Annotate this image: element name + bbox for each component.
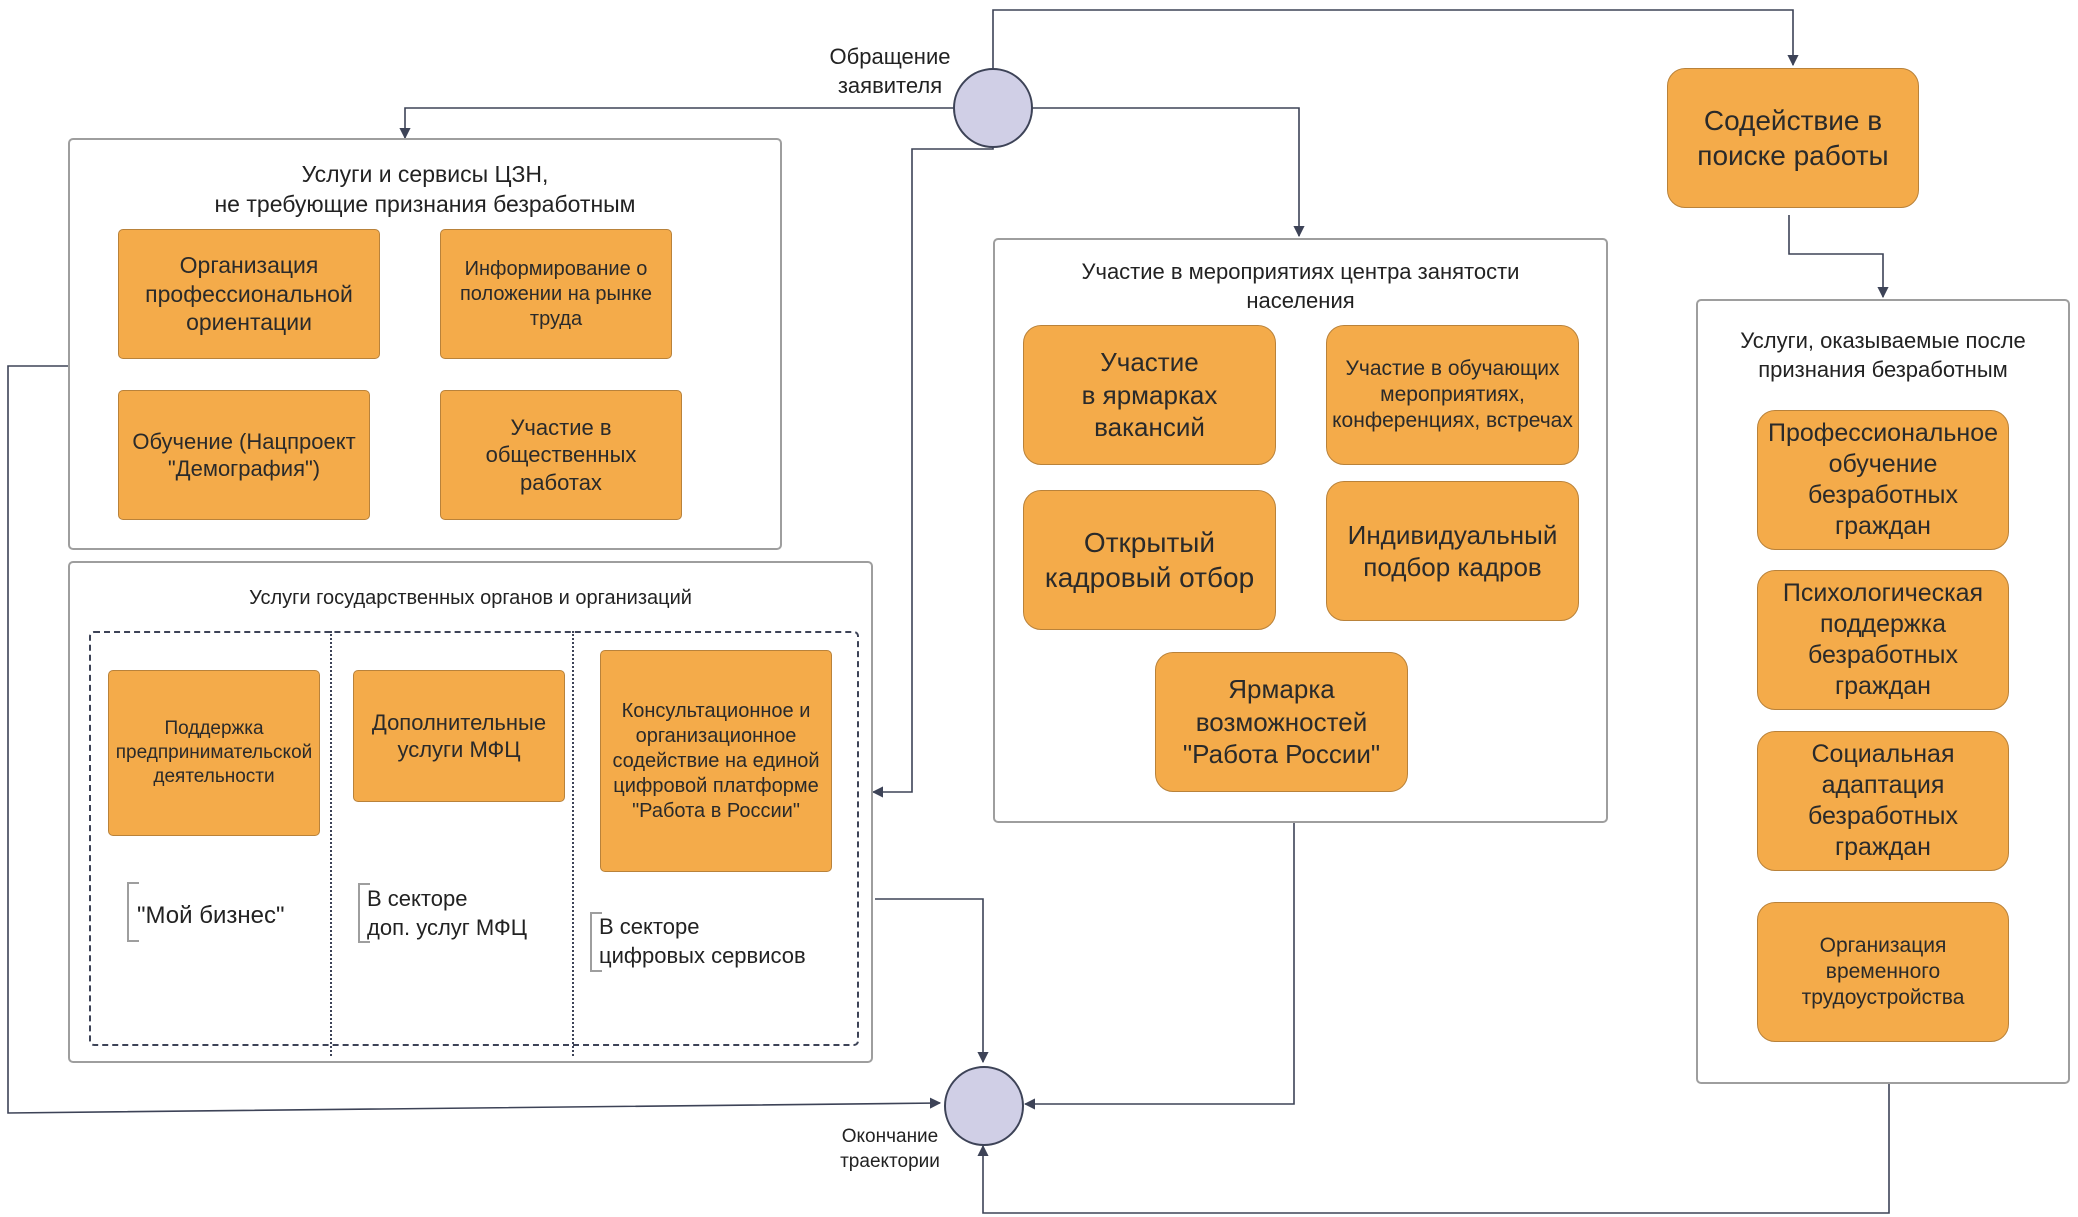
node-individual-selection: Индивидуальный подбор кадров [1326, 481, 1579, 621]
edge-gov-to-end [875, 898, 989, 1064]
start-label: Обращение заявителя [829, 44, 951, 98]
node-job-fairs: Участие в ярмарках вакансий [1023, 325, 1276, 465]
bracket-mfc-sector [358, 883, 370, 943]
node-labor-market-info: Информирование о положении на рынке труд… [440, 229, 672, 359]
note-digital-sector: В секторе цифровых сервисов [599, 914, 806, 968]
panel-no-unemployed-title: Услуги и сервисы ЦЗН, не требующие призн… [214, 161, 636, 217]
edge-no-unemployed-to-end [7, 365, 942, 1114]
node-social-adaptation: Социальная адаптация безработных граждан [1757, 731, 2009, 871]
note-my-business: "Мой бизнес" [137, 902, 285, 929]
node-public-works: Участие в общественных работах [440, 390, 682, 520]
edge-start-to-events [1030, 107, 1305, 238]
node-rabota-russia-platform: Консультационное и организационное содей… [600, 650, 832, 872]
node-professional-training: Профессиональное обучение безработных гр… [1757, 410, 2009, 550]
panel-after-title: Услуги, оказываемые после признания безр… [1740, 328, 2026, 382]
node-job-search-assistance: Содействие в поиске работы [1667, 68, 1919, 208]
node-opportunities-fair: Ярмарка возможностей "Работа России" [1155, 652, 1408, 792]
panel-gov-title: Услуги государственных органов и организ… [249, 587, 692, 609]
node-business-support: Поддержка предпринимательской деятельнос… [108, 670, 320, 836]
gov-divider-2 [572, 631, 574, 1056]
node-career-guidance: Организация профессиональной ориентации [118, 229, 380, 359]
node-training-demography: Обучение (Нацпроект "Демография") [118, 390, 370, 520]
node-mfc-services: Дополнительные услуги МФЦ [353, 670, 565, 802]
gov-divider-1 [330, 631, 332, 1056]
edge-after-to-end [977, 1084, 1890, 1214]
end-node [944, 1066, 1024, 1146]
edge-start-to-gov [871, 145, 994, 798]
note-mfc-sector: В секторе доп. услуг МФЦ [367, 886, 528, 940]
edge-events-to-end [1023, 823, 1295, 1110]
bracket-digital-sector [590, 912, 602, 972]
edge-start-to-job-search [992, 9, 1799, 73]
bracket-my-business [127, 882, 139, 942]
node-temporary-employment: Организация временного трудоустройства [1757, 902, 2009, 1042]
node-open-recruitment: Открытый кадровый отбор [1023, 490, 1276, 630]
end-label: Окончание траектории [840, 1126, 940, 1172]
node-training-events: Участие в обучающих мероприятиях, конфер… [1326, 325, 1579, 465]
edge-start-to-no-unemployed [399, 107, 957, 140]
start-node [953, 68, 1033, 148]
panel-events-title: Участие в мероприятиях центра занятости … [1081, 259, 1520, 313]
edge-job-search-to-after [1788, 215, 1889, 299]
gov-dashed-frame [89, 631, 859, 1046]
node-psychological-support: Психологическая поддержка безработных гр… [1757, 570, 2009, 710]
